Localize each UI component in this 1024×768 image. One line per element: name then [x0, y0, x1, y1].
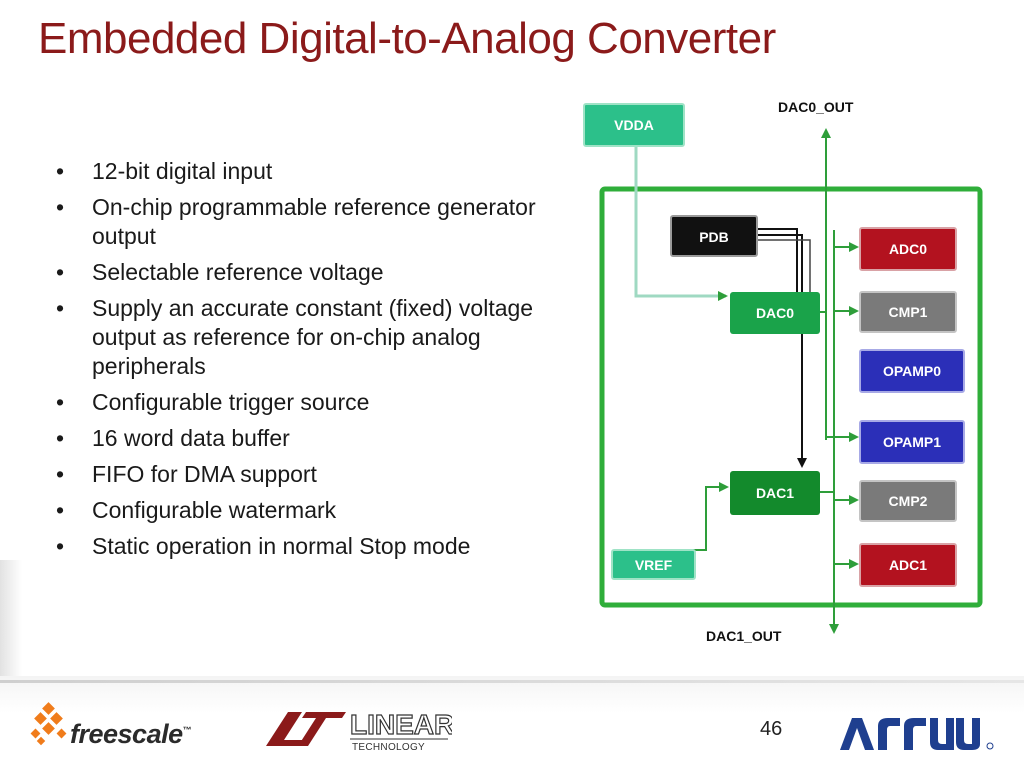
- feature-item: Static operation in normal Stop mode: [56, 532, 576, 561]
- corner-shade: [0, 560, 22, 680]
- freescale-name: freescale: [70, 719, 183, 749]
- pdb-to-dac1-wire: [758, 234, 807, 468]
- feature-item: Configurable watermark: [56, 496, 576, 525]
- linear-technology-logo-icon: LINEAR TECHNOLOGY: [266, 708, 452, 753]
- dac1-out-label: DAC1_OUT: [706, 628, 782, 644]
- vref-block: VREF: [611, 549, 696, 580]
- vdda-wire: [634, 147, 728, 301]
- freescale-logo-icon: [30, 702, 67, 746]
- chip-outline: [599, 186, 983, 608]
- feature-item: Supply an accurate constant (fixed) volt…: [56, 294, 576, 381]
- vdda-block: VDDA: [583, 103, 685, 147]
- footer-divider: [0, 680, 1024, 683]
- dac1-block: DAC1: [730, 471, 820, 515]
- adc1-block: ADC1: [859, 543, 957, 587]
- feature-item: Configurable trigger source: [56, 388, 576, 417]
- feature-item: FIFO for DMA support: [56, 460, 576, 489]
- pdb-block: PDB: [670, 215, 758, 257]
- cmp2-block: CMP2: [859, 480, 957, 522]
- dac0-out-label: DAC0_OUT: [778, 99, 854, 115]
- vref-wire: [684, 482, 729, 551]
- feature-item: 12-bit digital input: [56, 157, 576, 186]
- linear-wordmark: LINEAR: [350, 709, 452, 740]
- slide-title: Embedded Digital-to-Analog Converter: [38, 14, 776, 63]
- adc0-block: ADC0: [859, 227, 957, 271]
- freescale-wordmark: freescale™: [70, 719, 192, 750]
- page-number: 46: [760, 718, 783, 740]
- cmp1-block: CMP1: [859, 291, 957, 333]
- opamp0-block: OPAMP0: [859, 349, 965, 393]
- freescale-tm: ™: [182, 725, 192, 735]
- dac0-block: DAC0: [730, 292, 820, 334]
- linear-subtitle: TECHNOLOGY: [352, 742, 425, 753]
- feature-item: On-chip programmable reference generator…: [56, 193, 576, 251]
- arrow-logo-icon: [840, 718, 994, 750]
- feature-list: 12-bit digital input On-chip programmabl…: [56, 157, 576, 568]
- feature-item: 16 word data buffer: [56, 424, 576, 453]
- feature-item: Selectable reference voltage: [56, 258, 576, 287]
- opamp1-block: OPAMP1: [859, 420, 965, 464]
